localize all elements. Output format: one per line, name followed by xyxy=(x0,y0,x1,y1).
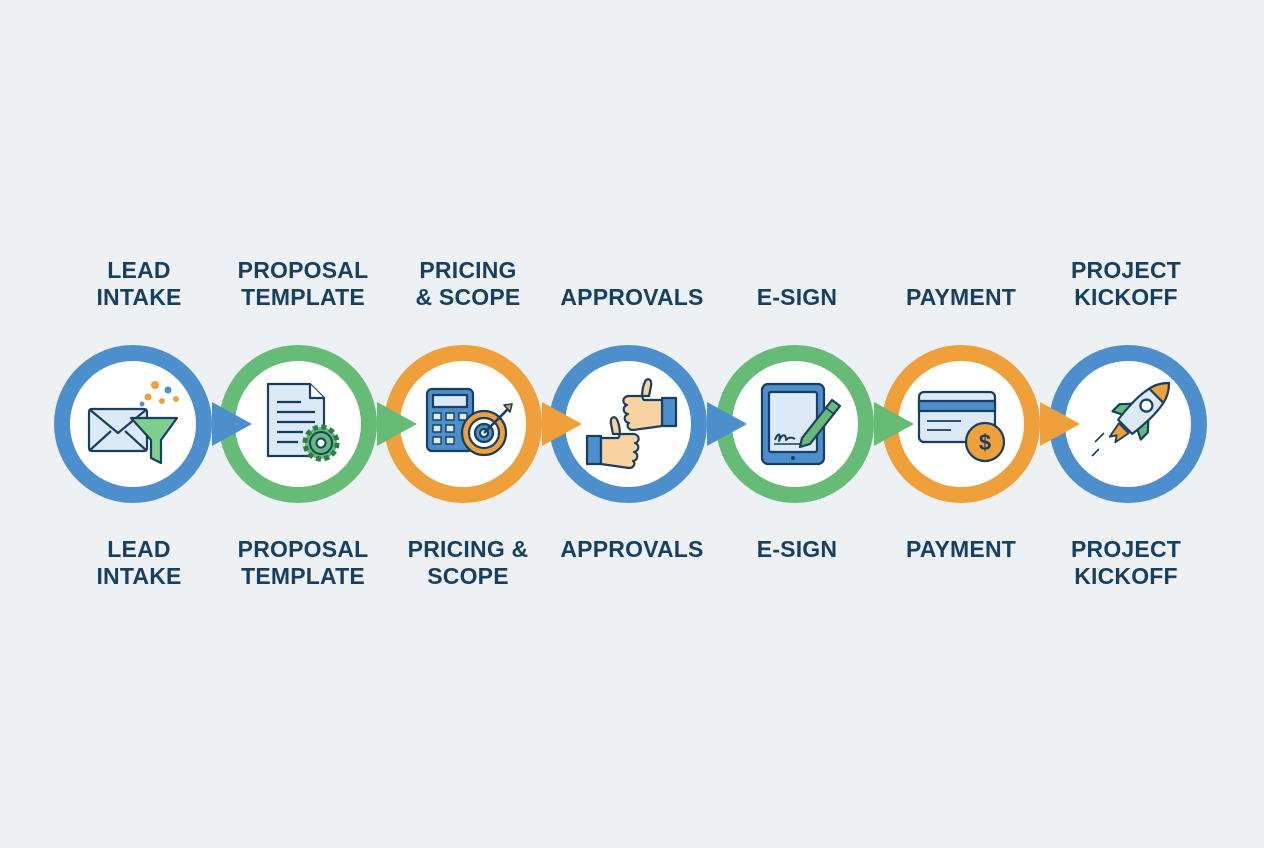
label-line: SCOPE xyxy=(427,563,509,589)
top-label-proposal-template: PROPOSAL TEMPLATE xyxy=(218,257,388,311)
bottom-label-e-sign: E-SIGN xyxy=(712,536,882,563)
thumbs-up-icon xyxy=(585,378,678,470)
rocket-icon xyxy=(1091,381,1171,457)
bottom-label-approvals: APPROVALS xyxy=(547,536,717,563)
label-line: & SCOPE xyxy=(415,284,521,310)
label-line: LEAD xyxy=(107,536,171,562)
label-line: PROPOSAL xyxy=(237,536,369,562)
svg-text:$: $ xyxy=(979,430,991,455)
bottom-label-payment: PAYMENT xyxy=(876,536,1046,563)
label-line: TEMPLATE xyxy=(241,563,365,589)
label-line: PROJECT xyxy=(1070,536,1182,562)
top-label-pricing-scope: PRICING & SCOPE xyxy=(383,257,553,311)
top-label-project-kickoff: PROJECT KICKOFF xyxy=(1041,257,1211,311)
arrow-connector xyxy=(377,402,417,446)
arrow-connector xyxy=(212,402,252,446)
top-label-approvals: APPROVALS xyxy=(547,284,717,311)
label-line: KICKOFF xyxy=(1074,284,1178,310)
top-label-e-sign: E-SIGN xyxy=(712,284,882,311)
top-label-payment: PAYMENT xyxy=(876,284,1046,311)
label-line: E-SIGN xyxy=(756,536,838,562)
arrow-connector xyxy=(542,402,582,446)
label-line: PRICING & xyxy=(407,536,529,562)
label-line: PRICING xyxy=(419,257,517,283)
label-line: PAYMENT xyxy=(905,284,1017,310)
bottom-label-lead-intake: LEAD INTAKE xyxy=(54,536,224,590)
bottom-label-proposal-template: PROPOSAL TEMPLATE xyxy=(218,536,388,590)
arrow-connector xyxy=(1040,402,1080,446)
arrow-connector xyxy=(874,402,914,446)
bottom-label-project-kickoff: PROJECT KICKOFF xyxy=(1041,536,1211,590)
bottom-label-pricing-scope: PRICING & SCOPE xyxy=(383,536,553,590)
label-line: INTAKE xyxy=(96,563,182,589)
envelope-funnel-icon xyxy=(87,381,179,465)
label-line: E-SIGN xyxy=(756,284,838,310)
label-line: PAYMENT xyxy=(905,536,1017,562)
label-line: KICKOFF xyxy=(1074,563,1178,589)
label-line: TEMPLATE xyxy=(241,284,365,310)
calculator-target-icon xyxy=(425,387,513,457)
label-line: PROJECT xyxy=(1070,257,1182,283)
arrow-connector xyxy=(707,402,747,446)
label-line: APPROVALS xyxy=(560,284,704,310)
document-gear-icon xyxy=(266,382,340,462)
label-line: INTAKE xyxy=(96,284,182,310)
top-label-lead-intake: LEAD INTAKE xyxy=(54,257,224,311)
tablet-signature-icon xyxy=(760,382,842,466)
credit-card-dollar-icon: $ xyxy=(917,390,1006,463)
label-line: LEAD xyxy=(107,257,171,283)
label-line: PROPOSAL xyxy=(237,257,369,283)
label-line: APPROVALS xyxy=(560,536,704,562)
